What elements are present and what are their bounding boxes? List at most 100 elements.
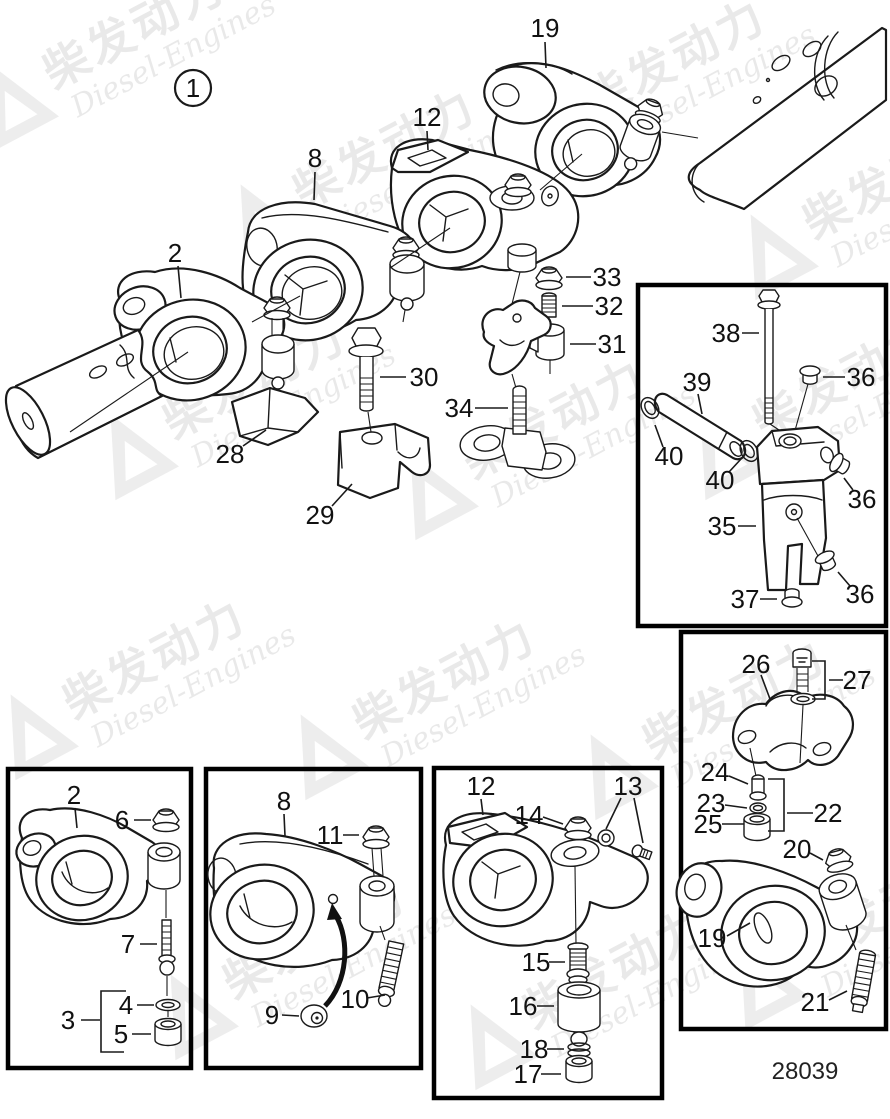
callout-34: 34 xyxy=(445,393,474,423)
rocker-arm-12 xyxy=(389,138,580,273)
nut-20 xyxy=(822,845,855,876)
callout-16: 16 xyxy=(509,991,538,1021)
washer-4 xyxy=(155,998,181,1012)
callout-9: 9 xyxy=(265,1000,279,1030)
callout-11: 11 xyxy=(317,820,344,850)
callout-19-main: 19 xyxy=(531,13,560,43)
drawing-number: 28039 xyxy=(772,1058,839,1085)
callouts: 1 2 8 12 19 28 29 30 31 32 33 34 38 36 3… xyxy=(61,13,877,1089)
callout-18: 18 xyxy=(520,1034,549,1064)
callout-31: 31 xyxy=(598,329,627,359)
callout-1: 1 xyxy=(186,73,200,103)
callout-26: 26 xyxy=(742,649,771,679)
rocker-arm-19-detail xyxy=(675,845,877,1014)
flange-bolt-30 xyxy=(348,327,384,412)
callout-33: 33 xyxy=(593,262,622,292)
main-exploded-view xyxy=(4,26,888,500)
screw-15 xyxy=(566,942,590,985)
callout-13: 13 xyxy=(614,771,643,801)
rocker-arm-8-detail xyxy=(207,832,396,968)
callout-17: 17 xyxy=(514,1059,543,1089)
callout-3: 3 xyxy=(61,1005,75,1035)
callout-15: 15 xyxy=(522,947,551,977)
callout-22: 22 xyxy=(814,798,843,828)
plug-37 xyxy=(781,588,803,608)
callout-14: 14 xyxy=(515,800,544,830)
adjuster-8 xyxy=(389,236,425,323)
callout-38: 38 xyxy=(712,318,741,348)
ring-23 xyxy=(749,802,767,814)
callout-23: 23 xyxy=(697,788,726,818)
callout-12-box: 12 xyxy=(467,771,496,801)
screw-27 xyxy=(749,648,826,777)
box-rocker-19 xyxy=(675,629,889,1032)
plug-36-top xyxy=(793,365,821,435)
stud-34-plate xyxy=(459,385,576,479)
adjusting-screw-32 xyxy=(541,292,557,318)
callout-6: 6 xyxy=(115,805,129,835)
tappet-16 xyxy=(557,981,601,1047)
adjusting-screw-7 xyxy=(158,890,176,996)
callout-25: 25 xyxy=(694,809,723,839)
group-22-bracket xyxy=(768,778,785,832)
callout-30: 30 xyxy=(410,362,439,392)
callout-2-box: 2 xyxy=(67,780,81,810)
nut-11 xyxy=(362,825,390,850)
nut-33 xyxy=(535,266,563,291)
bushing-25 xyxy=(743,812,771,842)
callout-35: 35 xyxy=(708,511,737,541)
leader-lines xyxy=(74,41,854,1075)
callout-10: 10 xyxy=(341,984,370,1014)
callout-24: 24 xyxy=(701,757,730,787)
rocker-shaft xyxy=(687,26,888,211)
callout-40-right: 40 xyxy=(706,465,735,495)
clamp-26 xyxy=(731,689,854,772)
callout-36-bottom: 36 xyxy=(846,579,875,609)
bushing-5 xyxy=(154,1017,182,1047)
callout-37: 37 xyxy=(731,584,760,614)
shaft-end xyxy=(4,328,164,460)
rocker-arm-12-detail xyxy=(442,811,649,947)
callout-36-mid: 36 xyxy=(848,484,877,514)
callout-40-left: 40 xyxy=(655,441,684,471)
box-rocker-12 xyxy=(431,765,665,1101)
callout-8-main: 8 xyxy=(308,143,322,173)
callout-21: 21 xyxy=(801,987,830,1017)
adjuster-19 xyxy=(619,94,667,171)
box-rocker-2 xyxy=(5,766,194,1071)
rocker-arm-2 xyxy=(113,267,295,402)
nut-6 xyxy=(152,808,180,833)
pin-24 xyxy=(749,774,767,801)
callout-8-box: 8 xyxy=(277,786,291,816)
callout-2-main: 2 xyxy=(168,238,182,268)
callout-28: 28 xyxy=(216,439,245,469)
group-3-bracket xyxy=(100,990,126,1053)
yoke-29 xyxy=(336,411,432,500)
adjusting-screw-10 xyxy=(377,940,405,1008)
callout-7: 7 xyxy=(121,929,135,959)
callout-36-top: 36 xyxy=(847,362,876,392)
callout-20: 20 xyxy=(783,834,812,864)
valve-bridge xyxy=(481,271,552,389)
rocker-arm-2-detail xyxy=(15,807,181,926)
callout-27: 27 xyxy=(843,665,872,695)
callout-5: 5 xyxy=(114,1019,128,1049)
callout-32: 32 xyxy=(595,291,624,321)
box-rocker-8 xyxy=(203,766,424,1071)
reference-circle xyxy=(173,68,213,108)
plug-9 xyxy=(300,1004,328,1028)
callout-4: 4 xyxy=(119,990,133,1020)
box-shaft-bracket xyxy=(635,282,889,629)
callout-12-main: 12 xyxy=(413,102,442,132)
callout-29: 29 xyxy=(306,500,335,530)
adjuster-2 xyxy=(261,296,295,400)
screw-21 xyxy=(850,949,877,1014)
wedge-28 xyxy=(230,386,320,447)
arrow-9-to-hole xyxy=(323,914,348,1008)
bushing-17 xyxy=(565,1054,593,1084)
bracket-35 xyxy=(755,425,842,592)
callout-39: 39 xyxy=(683,367,712,397)
callout-19-box: 19 xyxy=(698,923,727,953)
